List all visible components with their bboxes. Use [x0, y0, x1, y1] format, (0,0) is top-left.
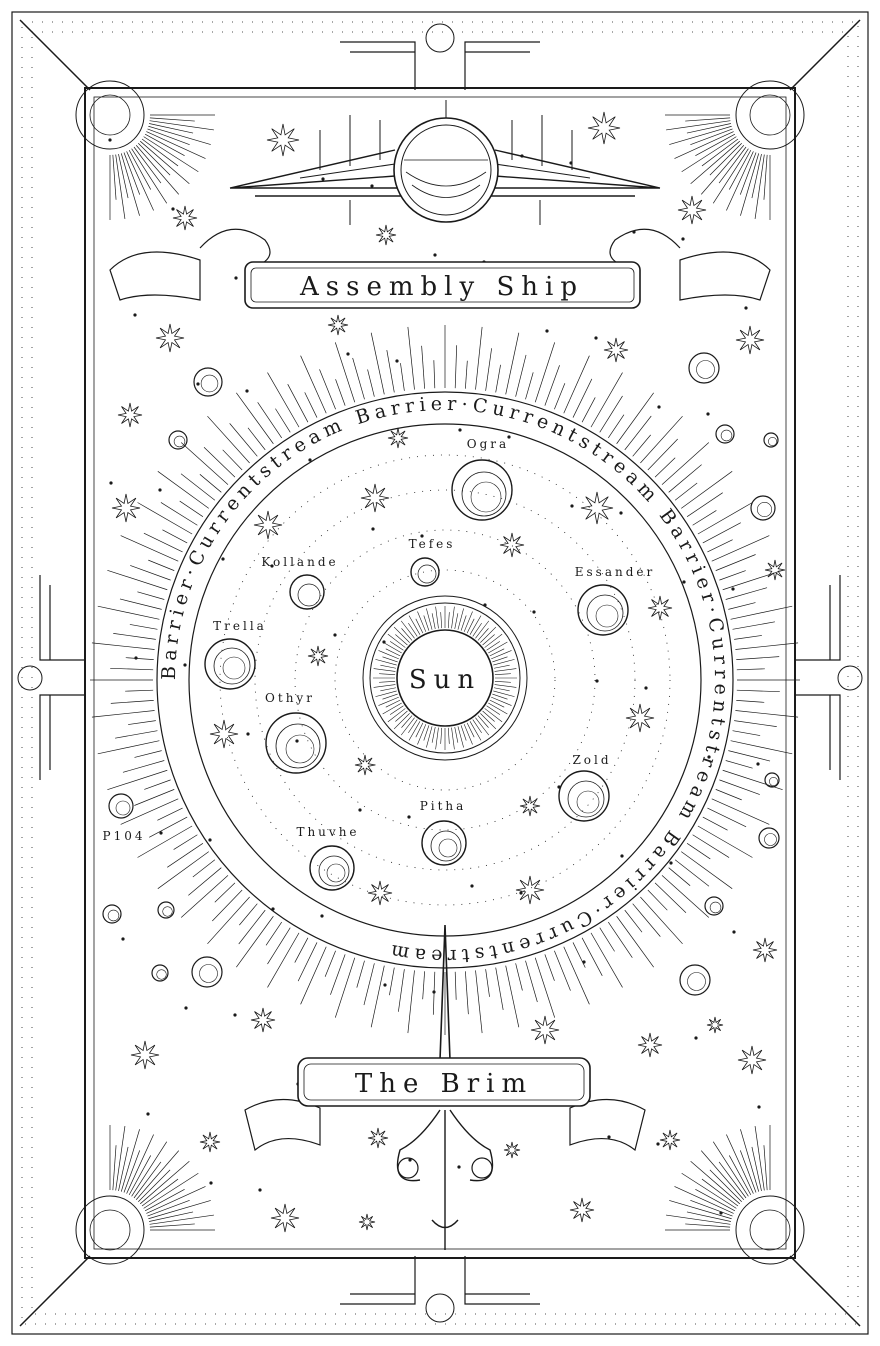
planet-label-p104: P104 [103, 829, 146, 843]
assembly-ship-label: Assembly Ship [299, 272, 584, 302]
the-brim-label: The Brim [355, 1069, 533, 1099]
planet-label-essander: Essander [575, 565, 655, 579]
planet-othyr: Othyr [265, 691, 326, 773]
sun-label: Sun [409, 665, 481, 695]
planet-p104: P104 [103, 794, 146, 843]
sun: Sun [363, 596, 527, 760]
planet-tefes: Tefes [409, 537, 456, 586]
planet-label-ogra: Ogra [467, 437, 509, 451]
planet-zold: Zold [559, 753, 612, 821]
planet-label-zold: Zold [572, 753, 611, 767]
planet-label-othyr: Othyr [265, 691, 315, 705]
planet-kollande: Kollande [261, 555, 338, 609]
planet-essander: Essander [575, 565, 655, 635]
planet-label-thuvhe: Thuvhe [296, 825, 359, 839]
planet-thuvhe: Thuvhe [296, 825, 359, 890]
planet-trella: Trella [205, 619, 267, 689]
planet-label-pitha: Pitha [420, 799, 467, 813]
planet-pitha: Pitha [420, 799, 467, 865]
planet-ogra: Ogra [452, 437, 512, 520]
planet-label-kollande: Kollande [261, 555, 338, 569]
planet-label-tefes: Tefes [409, 537, 456, 551]
planet-label-trella: Trella [213, 619, 267, 633]
assembly-ship-banner: Assembly Ship [110, 229, 770, 308]
